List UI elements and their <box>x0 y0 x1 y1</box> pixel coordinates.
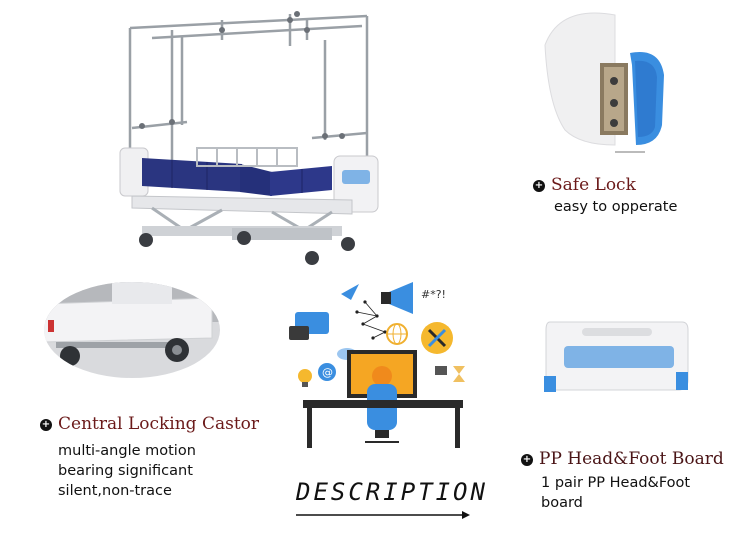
castor-image <box>42 282 220 378</box>
castor-desc-line-1: multi-angle motion <box>58 443 196 459</box>
tools-icon <box>421 322 453 354</box>
headboard-image <box>542 318 690 396</box>
lightbulb-icon <box>298 369 312 387</box>
headboard-title-text: PP Head&Foot Board <box>539 449 724 469</box>
doodle-text: #*?! <box>421 288 446 301</box>
plus-circle-icon: + <box>533 179 545 192</box>
at-icon: @ <box>318 363 336 381</box>
plus-circle-icon: + <box>40 418 52 431</box>
plane-icon <box>341 284 359 300</box>
chat-bubble-icon <box>289 312 329 340</box>
castor-title-text: Central Locking Castor <box>58 414 260 434</box>
svg-text:@: @ <box>322 366 333 379</box>
hourglass-icon <box>453 366 465 382</box>
safe-lock-title: + Safe Lock <box>533 175 636 195</box>
plus-circle-icon: + <box>521 453 533 466</box>
traction-bed-image <box>112 0 382 268</box>
castor-desc-line-2: bearing significant <box>58 463 193 479</box>
description-illustration: #*?! @ <box>285 272 475 452</box>
description-label: DESCRIPTION <box>296 478 488 506</box>
description-arrow <box>296 505 472 519</box>
headboard-desc-line-2: board <box>541 495 583 511</box>
safe-lock-desc-line: easy to opperate <box>554 199 678 215</box>
castor-title: + Central Locking Castor <box>40 414 259 434</box>
headboard-desc-line-1: 1 pair PP Head&Foot <box>541 475 691 491</box>
headboard-title: + PP Head&Foot Board <box>521 449 724 469</box>
safe-lock-title-text: Safe Lock <box>551 175 636 195</box>
safe-lock-desc: easy to opperate <box>554 197 677 217</box>
megaphone-icon <box>381 282 413 314</box>
headboard-desc: 1 pair PP Head&Foot board <box>541 473 690 513</box>
castor-desc-line-3: silent,non-trace <box>58 483 172 499</box>
globe-icon <box>386 323 408 345</box>
safe-lock-image <box>540 5 675 155</box>
castor-desc: multi-angle motion bearing significant s… <box>58 441 196 501</box>
